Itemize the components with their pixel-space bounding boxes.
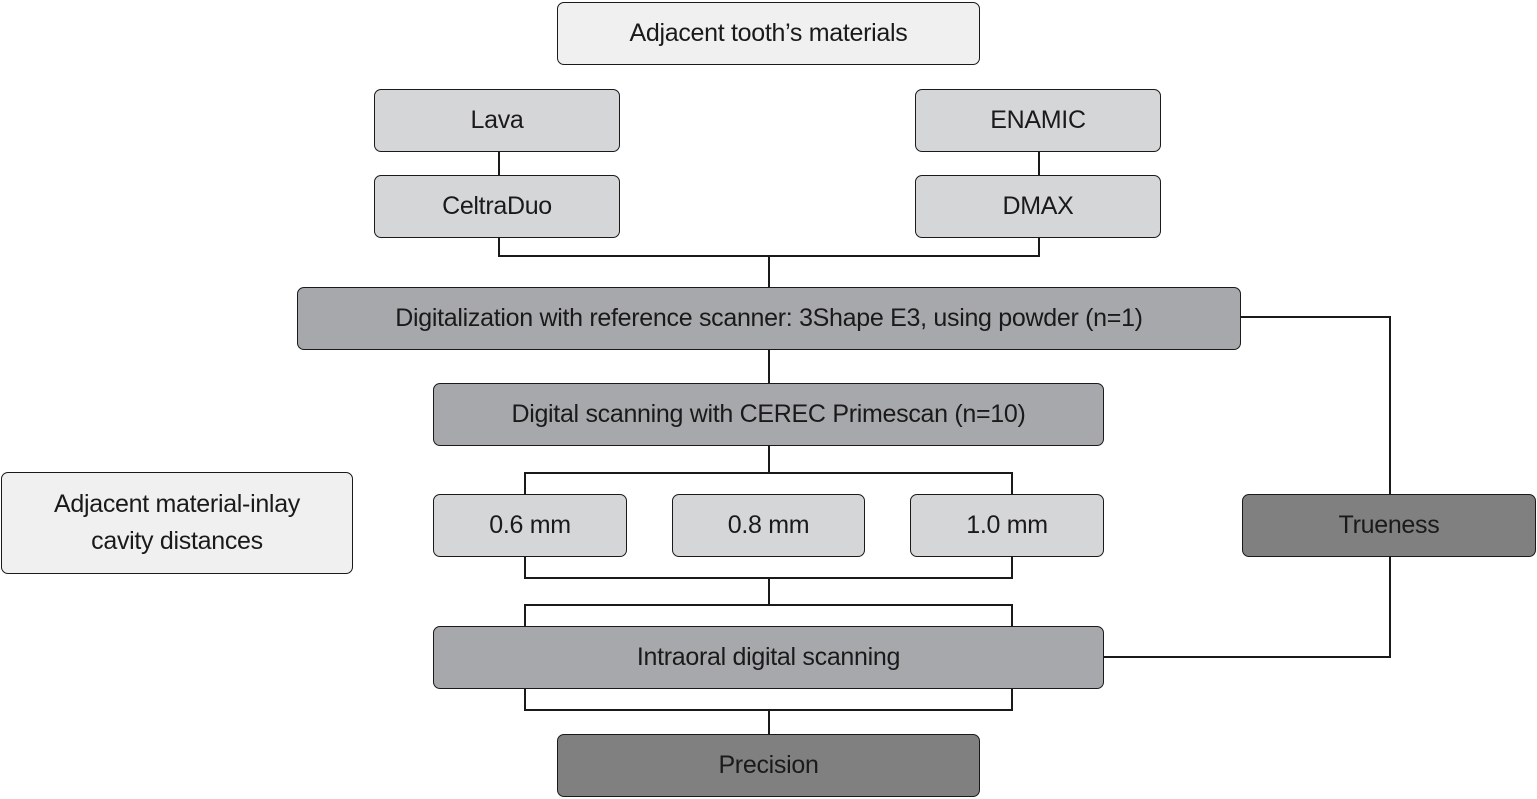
intraoral-label: Intraoral digital scanning xyxy=(636,643,901,671)
distance-1-0-label: 1.0 mm xyxy=(966,511,1048,539)
precision-label: Precision xyxy=(718,751,819,779)
adjacent-materials-box: Adjacent tooth’s materials xyxy=(557,2,980,65)
connector-intraoral-top-bracket xyxy=(524,604,1013,627)
celtraduo-label: CeltraDuo xyxy=(442,192,552,220)
cavity-distances-box: Adjacent material-inlay cavity distances xyxy=(1,472,353,574)
enamic-box: ENAMIC xyxy=(915,89,1161,152)
distance-0-6-box: 0.6 mm xyxy=(433,494,627,557)
lava-box: Lava xyxy=(374,89,620,152)
primescan-box: Digital scanning with CEREC Primescan (n… xyxy=(433,383,1104,446)
lava-label: Lava xyxy=(470,106,524,134)
dmax-label: DMAX xyxy=(1002,192,1074,220)
distance-0-8-label: 0.8 mm xyxy=(727,511,810,539)
cavity-distances-text: Adjacent material-inlay cavity distances xyxy=(54,486,300,560)
trueness-box: Trueness xyxy=(1242,494,1536,557)
trueness-label: Trueness xyxy=(1338,511,1440,539)
reference-scanner-label: Digitalization with reference scanner: 3… xyxy=(395,304,1143,332)
cavity-distances-line1: Adjacent material-inlay xyxy=(54,490,300,518)
connector-intraoral-bottom-bracket xyxy=(524,689,1013,711)
precision-box: Precision xyxy=(557,734,980,797)
distance-0-6-label: 0.6 mm xyxy=(489,511,571,539)
celtraduo-box: CeltraDuo xyxy=(374,175,620,238)
connector-distances-top-bracket xyxy=(524,472,1013,494)
connector-intraoral-trueness xyxy=(1103,557,1391,658)
distance-1-0-box: 1.0 mm xyxy=(910,494,1104,557)
adjacent-materials-label: Adjacent tooth’s materials xyxy=(629,19,908,47)
primescan-label: Digital scanning with CEREC Primescan (n… xyxy=(511,400,1026,428)
dmax-box: DMAX xyxy=(915,175,1161,238)
connector-materials-merge xyxy=(498,238,1040,257)
connector-reference-trueness xyxy=(1240,316,1391,495)
cavity-distances-line2: cavity distances xyxy=(91,527,263,555)
distance-0-8-box: 0.8 mm xyxy=(672,494,865,557)
intraoral-box: Intraoral digital scanning xyxy=(433,626,1104,689)
reference-scanner-box: Digitalization with reference scanner: 3… xyxy=(297,287,1241,350)
enamic-label: ENAMIC xyxy=(990,106,1086,134)
connector-distances-bottom-bracket xyxy=(524,557,1013,579)
